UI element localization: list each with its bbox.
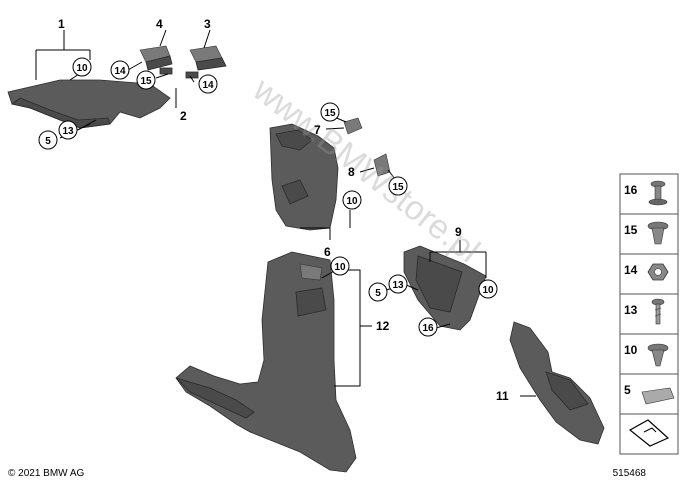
callout-circle-14-b: 14 [198,74,218,94]
svg-text:10: 10 [76,63,88,74]
part-11-trim [509,321,605,445]
svg-text:5: 5 [45,136,51,147]
legend-label-15: 15 [624,223,638,237]
callout-circle-13-a: 13 [58,120,78,140]
callout-2: 2 [180,109,187,123]
part-7-cap [343,117,363,135]
diagram-id: 515468 [613,468,647,479]
legend-label-13: 13 [624,303,638,317]
callout-circle-10-a: 10 [72,57,92,77]
legend-label-16: 16 [624,183,638,197]
legend-label-14: 14 [624,263,638,277]
clip-icon [647,343,669,367]
legend-label-10: 10 [624,343,638,357]
legend-cell-16 [619,173,679,215]
part-3-clip [189,45,227,71]
svg-text:10: 10 [346,196,358,207]
part-2-clips [159,67,199,79]
callout-7: 7 [314,123,321,137]
callout-4: 4 [156,17,163,31]
svg-text:13: 13 [62,126,74,137]
callout-circle-14-a: 14 [110,60,130,80]
callout-8: 8 [348,165,355,179]
callout-circle-10-b: 10 [342,190,362,210]
screw-icon [651,298,665,325]
svg-text:10: 10 [482,285,494,296]
callout-circle-5-b: 5 [368,282,388,302]
svg-text:14: 14 [202,80,214,91]
callout-12: 12 [376,319,390,333]
fastener-legend: 16 15 14 13 10 5 [619,173,679,455]
callout-circle-15-b: 15 [320,102,340,122]
pad-icon [641,387,675,405]
expanding-rivet-icon [647,221,669,245]
callout-circle-10-c: 10 [330,256,350,276]
part-4-clip [139,45,173,71]
part-9-trim [403,245,487,331]
svg-text:14: 14 [114,66,126,77]
push-rivet-icon [648,180,668,206]
svg-text:15: 15 [140,76,152,87]
callout-circle-15-c: 15 [388,176,408,196]
arrow-symbol-icon [628,419,670,447]
svg-text:15: 15 [392,182,404,193]
hex-nut-icon [647,263,669,281]
legend-cell-10 [619,333,679,375]
part-1-trim-panel [7,79,171,129]
callout-6: 6 [324,245,331,259]
callout-circle-16: 16 [418,317,438,337]
legend-label-5: 5 [624,383,631,397]
svg-text:16: 16 [422,323,434,334]
svg-text:15: 15 [324,108,336,119]
copyright-text: © 2021 BMW AG [8,468,85,479]
callout-3: 3 [204,17,211,31]
callout-circle-10-d: 10 [478,279,498,299]
callout-labels: 1 2 3 4 7 8 6 9 12 11 10 14 15 14 5 13 1… [38,17,509,403]
callout-9: 9 [455,225,462,239]
legend-cell-13 [619,293,679,335]
callout-circle-15-a: 15 [136,70,156,90]
callout-1: 1 [58,17,65,31]
svg-text:5: 5 [375,288,381,299]
part-12-pillar-lower-trim [175,251,357,473]
callout-11: 11 [496,389,509,403]
svg-text:13: 13 [392,280,404,291]
callout-circle-13-b: 13 [388,274,408,294]
part-6-pillar-upper-trim [269,123,339,231]
callout-circle-5-a: 5 [38,130,58,150]
svg-text:10: 10 [334,262,346,273]
